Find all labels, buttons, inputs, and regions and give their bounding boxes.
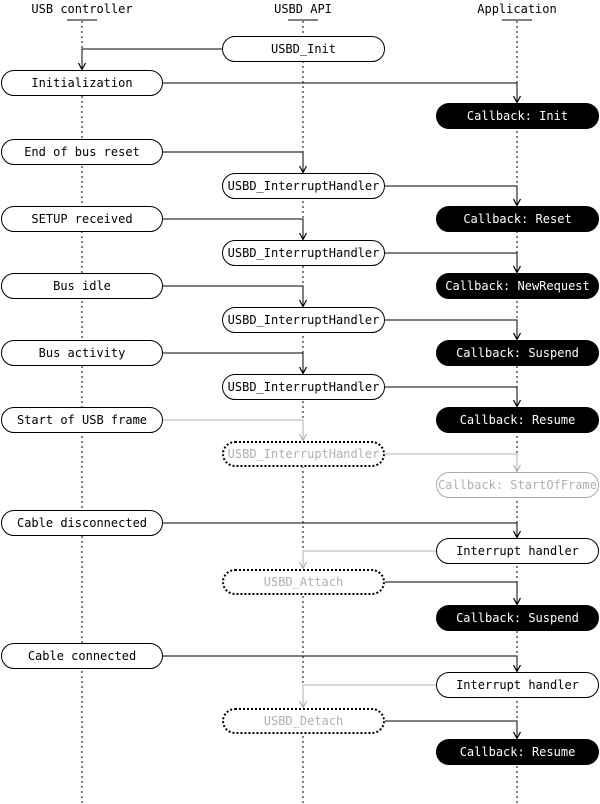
edge-ih4-to-cb_resume1 — [385, 386, 518, 407]
node-cable_disc: Cable disconnected — [1, 510, 163, 536]
edge-usbd_detach-to-cb_resume2 — [385, 720, 518, 739]
arrowhead-cb_suspend2 — [512, 597, 522, 606]
edge-bus_idle-to-ih3 — [163, 285, 304, 307]
edge-usbd_attach-to-cb_suspend2 — [385, 581, 518, 605]
node-usbd_detach: USBD_Detach — [222, 708, 385, 734]
column-header-usb_controller: USB controller — [31, 2, 133, 16]
arrowhead-usbd_attach — [298, 561, 308, 570]
arrowhead-ih1 — [298, 165, 308, 174]
node-ih2: USBD_InterruptHandler — [222, 240, 385, 266]
node-end_bus_reset: End of bus reset — [1, 139, 163, 165]
edge-usbd_init-to-initialization — [81, 48, 222, 70]
node-cb_suspend2: Callback: Suspend — [436, 605, 599, 631]
node-setup_received: SETUP received — [1, 206, 163, 232]
edge-setup_received-to-ih2 — [163, 218, 304, 240]
edge-ih2-to-cb_newrequest — [385, 252, 518, 273]
edge-start_frame-to-ih5 — [163, 419, 304, 441]
node-initialization: Initialization — [1, 70, 163, 96]
arrowhead-usbd_detach — [298, 700, 308, 709]
node-int_h2: Interrupt handler — [436, 672, 599, 698]
arrowhead-cb_newrequest — [512, 265, 522, 274]
arrowhead-cb_resume1 — [512, 399, 522, 408]
arrowhead-cb_sof — [512, 464, 522, 473]
edge-ih5-to-cb_sof — [385, 453, 518, 472]
node-cable_conn: Cable connected — [1, 643, 163, 669]
node-cb_reset: Callback: Reset — [436, 206, 599, 232]
edge-bus_activity-to-ih4 — [163, 352, 304, 374]
node-usbd_attach: USBD_Attach — [222, 569, 385, 595]
node-int_h1: Interrupt handler — [436, 538, 599, 564]
node-usbd_init: USBD_Init — [222, 36, 385, 62]
arrowhead-initialization — [77, 62, 87, 71]
arrowhead-cb_init — [512, 95, 522, 104]
arrowhead-ih2 — [298, 232, 308, 241]
arrowhead-cb_suspend1 — [512, 332, 522, 341]
column-header-usbd_api: USBD API — [274, 2, 332, 16]
node-bus_activity: Bus activity — [1, 340, 163, 366]
edge-int_h1-to-usbd_attach — [302, 550, 436, 569]
arrowhead-ih5 — [298, 433, 308, 442]
edge-cable_conn-to-int_h2 — [163, 655, 518, 672]
node-ih1: USBD_InterruptHandler — [222, 173, 385, 199]
node-ih3: USBD_InterruptHandler — [222, 307, 385, 333]
arrowhead-ih4 — [298, 366, 308, 375]
arrowhead-cb_resume2 — [512, 731, 522, 740]
edge-initialization-to-cb_init — [163, 82, 518, 103]
node-bus_idle: Bus idle — [1, 273, 163, 299]
node-cb_resume2: Callback: Resume — [436, 739, 599, 765]
node-ih5: USBD_InterruptHandler — [222, 441, 385, 467]
edge-int_h2-to-usbd_detach — [302, 684, 436, 708]
node-cb_suspend1: Callback: Suspend — [436, 340, 599, 366]
arrowhead-int_h2 — [512, 664, 522, 673]
edge-end_bus_reset-to-ih1 — [163, 151, 304, 173]
column-header-application: Application — [477, 2, 557, 16]
arrowhead-int_h1 — [512, 530, 522, 539]
edge-ih3-to-cb_suspend1 — [385, 319, 518, 340]
node-cb_resume1: Callback: Resume — [436, 407, 599, 433]
arrowhead-cb_reset — [512, 198, 522, 207]
node-cb_sof: Callback: StartOfFrame — [436, 472, 599, 498]
node-ih4: USBD_InterruptHandler — [222, 374, 385, 400]
edge-cable_disc-to-int_h1 — [163, 522, 518, 538]
edge-ih1-to-cb_reset — [385, 185, 518, 206]
node-cb_init: Callback: Init — [436, 103, 599, 129]
arrowhead-ih3 — [298, 299, 308, 308]
node-start_frame: Start of USB frame — [1, 407, 163, 433]
node-cb_newrequest: Callback: NewRequest — [436, 273, 599, 299]
